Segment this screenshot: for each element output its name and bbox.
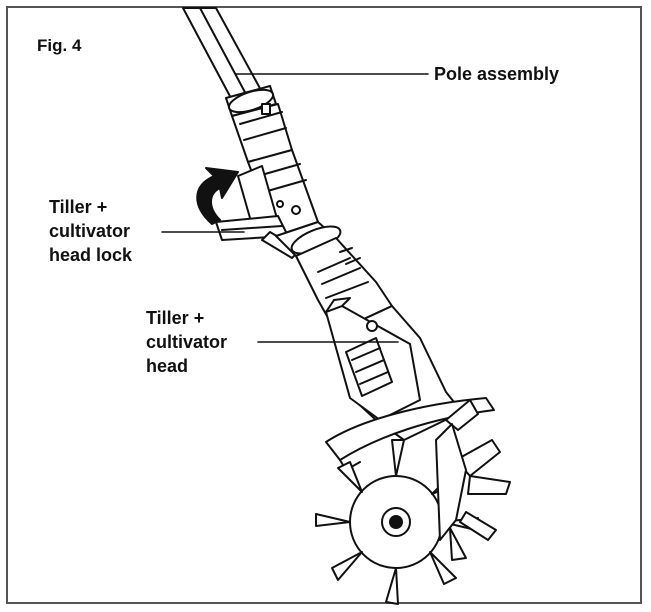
head-lock-label-line1: Tiller + bbox=[49, 197, 108, 217]
head-lock-label: Tiller + cultivator head lock bbox=[49, 195, 132, 267]
figure-title: Fig. 4 bbox=[37, 36, 82, 55]
leader-lines bbox=[161, 73, 429, 343]
pole-assembly bbox=[182, 7, 319, 237]
front-tine-wheel bbox=[315, 439, 479, 605]
rear-tine-wheel bbox=[435, 399, 511, 561]
pole-assembly-label: Pole assembly bbox=[434, 64, 560, 84]
head-lock-label-line2: cultivator bbox=[49, 221, 131, 241]
tiller-head-label-line2: cultivator bbox=[146, 332, 228, 352]
curved-arrow-icon bbox=[196, 167, 239, 225]
tiller-head-label-line1: Tiller + bbox=[146, 308, 205, 328]
tiller-neck bbox=[275, 221, 393, 333]
head-lock-label-line3: head lock bbox=[49, 245, 133, 265]
tiller-head-label: Tiller + cultivator head bbox=[146, 306, 227, 378]
tiller-head-label-line3: head bbox=[146, 356, 189, 376]
